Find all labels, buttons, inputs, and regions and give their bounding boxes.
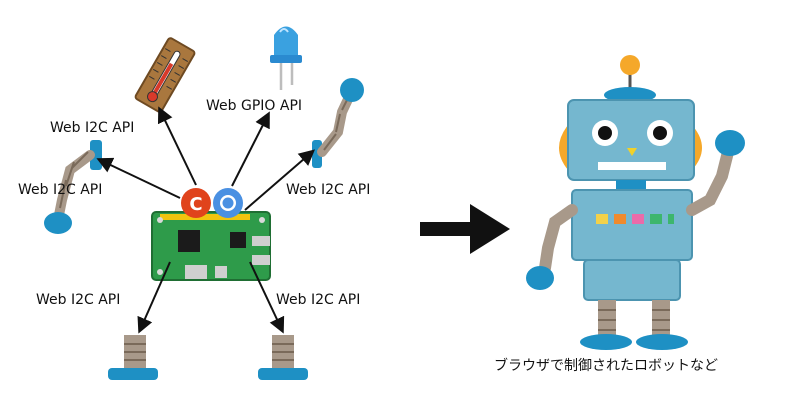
thermometer-icon: [134, 37, 196, 113]
raspberry-pi-board-icon: [151, 211, 271, 281]
label-gpio: Web GPIO API: [206, 98, 303, 114]
led-icon: [270, 26, 302, 90]
caption: ブラウザで制御されたロボットなど: [494, 358, 718, 374]
label-i2c-right: Web I2C API: [286, 182, 371, 198]
robot-illustration: [526, 55, 745, 350]
svg-text:C: C: [189, 194, 202, 215]
big-arrow-icon: [420, 204, 510, 254]
label-i2c-left: Web I2C API: [18, 182, 103, 198]
right-leg: [258, 335, 308, 380]
connector-arrows: [96, 106, 316, 334]
chrome-logo-icon: [213, 188, 243, 218]
left-leg: [108, 335, 158, 380]
label-i2c-lower-right: Web I2C API: [276, 292, 361, 308]
right-arm: [312, 78, 364, 168]
left-arm-upper: [44, 140, 102, 234]
chirimen-logo-icon: C: [181, 188, 211, 218]
label-i2c-upper-left: Web I2C API: [50, 120, 135, 136]
label-i2c-lower-left: Web I2C API: [36, 292, 121, 308]
